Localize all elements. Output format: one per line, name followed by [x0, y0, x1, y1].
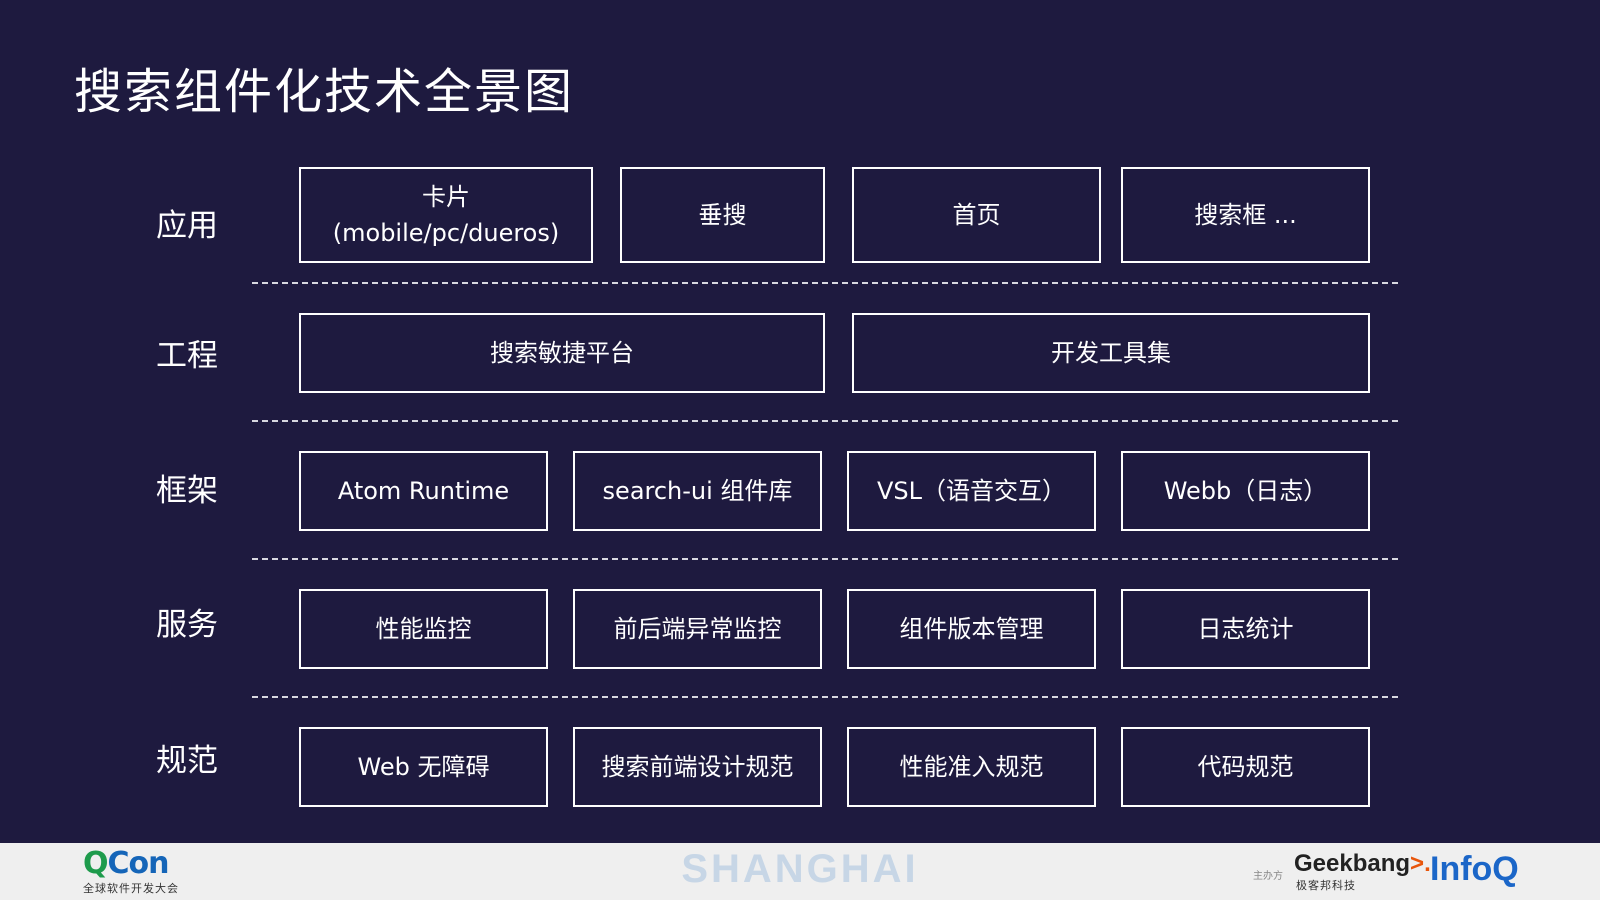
box-dev-toolkit: 开发工具集	[852, 313, 1370, 393]
geekbang-logo: Geekbang>. 极客邦科技	[1294, 851, 1431, 893]
row-label-standards: 规范	[156, 743, 218, 779]
box-agile-platform: 搜索敏捷平台	[299, 313, 825, 393]
qcon-subtitle: 全球软件开发大会	[83, 882, 179, 895]
qcon-logo-q: Q	[83, 846, 108, 881]
box-card-platforms: (mobile/pc/dueros)	[332, 219, 560, 247]
row-label-service: 服务	[156, 607, 218, 643]
divider-1	[252, 282, 1398, 284]
qcon-logo: QCon 全球软件开发大会	[83, 849, 179, 896]
geekbang-arrow-icon: >.	[1410, 850, 1431, 877]
box-card: 卡片 (mobile/pc/dueros)	[299, 167, 593, 263]
box-vertical-search: 垂搜	[620, 167, 825, 263]
host-label: 主办方	[1253, 871, 1283, 882]
box-search-box: 搜索框 ...	[1121, 167, 1370, 263]
qcon-logo-con: Con	[107, 846, 170, 881]
row-label-engineering: 工程	[156, 338, 218, 374]
box-version-mgmt: 组件版本管理	[847, 589, 1096, 669]
slide-title: 搜索组件化技术全景图	[74, 64, 575, 120]
box-code-standard: 代码规范	[1121, 727, 1370, 807]
divider-4	[252, 696, 1398, 698]
row-label-framework: 框架	[156, 473, 218, 509]
footer-bar: QCon 全球软件开发大会 SHANGHAI 主办方 Geekbang>. 极客…	[0, 843, 1600, 900]
box-search-ui: search-ui 组件库	[573, 451, 822, 531]
city-label: SHANGHAI	[681, 847, 919, 891]
box-perf-admission: 性能准入规范	[847, 727, 1096, 807]
geekbang-subtitle: 极客邦科技	[1296, 879, 1356, 892]
box-card-title: 卡片	[422, 183, 470, 211]
geekbang-wordmark: Geekbang	[1294, 850, 1411, 877]
box-homepage: 首页	[852, 167, 1101, 263]
box-perf-monitor: 性能监控	[299, 589, 548, 669]
box-log-stats: 日志统计	[1121, 589, 1370, 669]
divider-2	[252, 420, 1398, 422]
box-web-a11y: Web 无障碍	[299, 727, 548, 807]
box-webb: Webb（日志）	[1121, 451, 1370, 531]
box-atom-runtime: Atom Runtime	[299, 451, 548, 531]
infoq-logo: InfoQ	[1430, 850, 1519, 888]
box-exception-monitor: 前后端异常监控	[573, 589, 822, 669]
box-design-standard: 搜索前端设计规范	[573, 727, 822, 807]
row-label-application: 应用	[156, 208, 218, 244]
box-vsl: VSL（语音交互）	[847, 451, 1096, 531]
divider-3	[252, 558, 1398, 560]
